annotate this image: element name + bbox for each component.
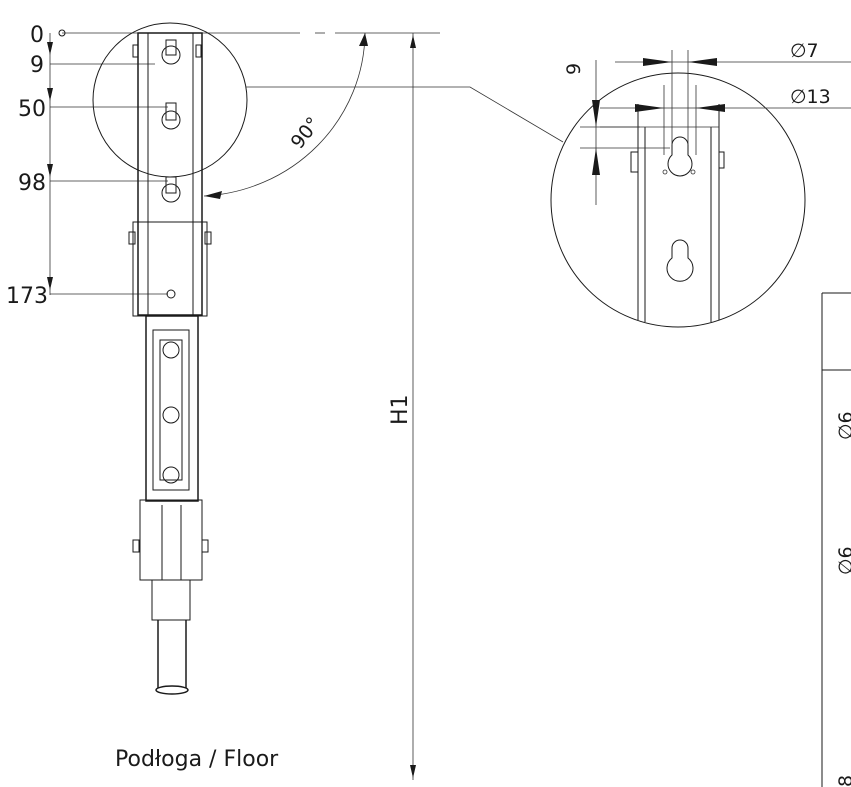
offset-label-98: 98 bbox=[18, 171, 46, 196]
table-row2-label: ∅6 bbox=[835, 546, 851, 575]
height-label: H1 bbox=[388, 394, 413, 425]
table-bottom-label: 8 bbox=[835, 775, 851, 787]
angle-indicator bbox=[203, 32, 368, 199]
detail-leader-line bbox=[246, 86, 564, 143]
offset-dimension-lines bbox=[47, 33, 168, 295]
small-diameter-label: ∅7 bbox=[790, 40, 819, 62]
mount-bracket bbox=[128, 32, 212, 695]
large-diameter-label: ∅13 bbox=[790, 86, 831, 108]
offset-label-50: 50 bbox=[18, 97, 46, 122]
offset-label-173: 173 bbox=[6, 284, 48, 309]
detail-callout-circle bbox=[92, 22, 248, 178]
offset-label-9: 9 bbox=[30, 53, 44, 78]
angle-label: 90° bbox=[287, 113, 325, 153]
mounting-hole bbox=[166, 289, 176, 299]
origin-label: 0 bbox=[30, 23, 44, 48]
top-reference-line bbox=[58, 29, 440, 37]
slot-width-label: 9 bbox=[563, 63, 585, 75]
keyhole-slot bbox=[161, 102, 181, 130]
table-row1-label: ∅6 bbox=[835, 411, 851, 440]
side-table bbox=[821, 292, 851, 787]
floor-label: Podłoga / Floor bbox=[115, 747, 279, 772]
keyhole-slot bbox=[161, 39, 181, 65]
height-dimension bbox=[410, 33, 416, 780]
detail-view bbox=[550, 50, 851, 328]
